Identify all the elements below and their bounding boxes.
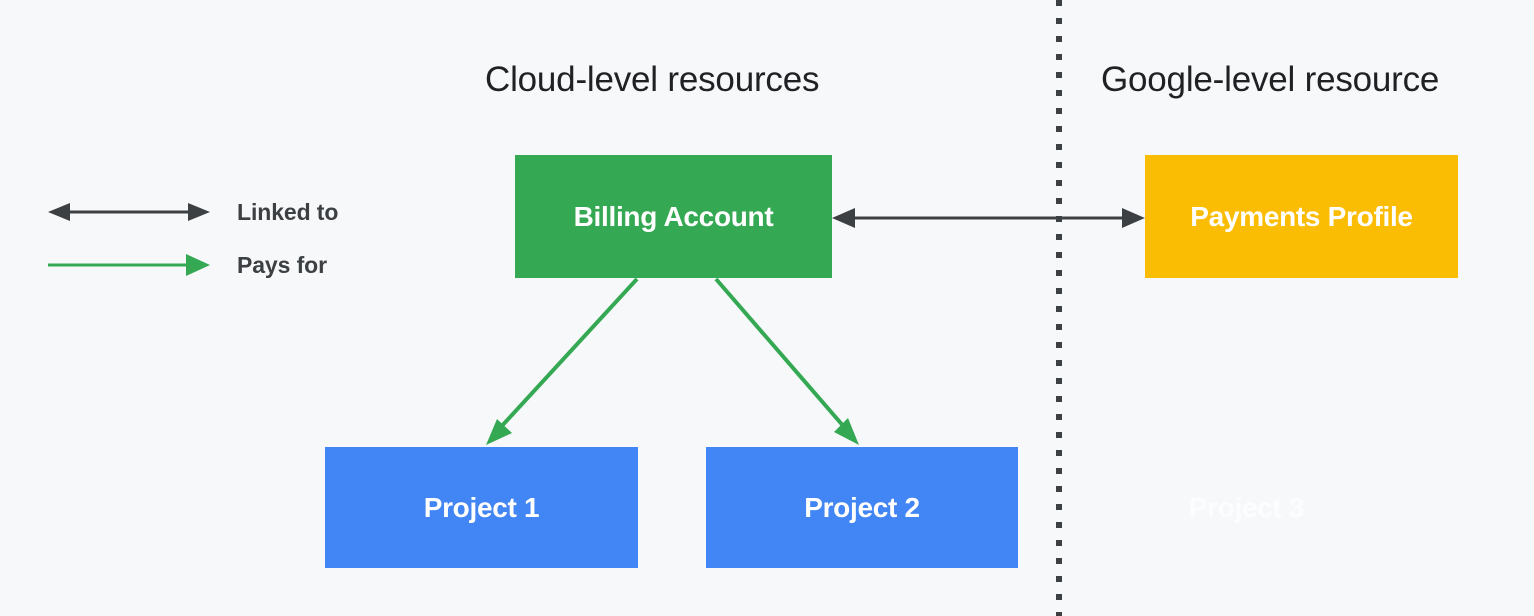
node-payments-profile[interactable]: Payments Profile (1145, 155, 1458, 278)
node-billing-account[interactable]: Billing Account (515, 155, 832, 278)
legend-item-linked-to-label: Linked to (237, 199, 339, 225)
edge-billing-to-project1 (486, 277, 639, 445)
edge-billing-to-project2 (714, 277, 859, 445)
legend-double-arrow-icon (48, 203, 210, 221)
legend-arrow-right-icon (48, 254, 210, 276)
node-project-1[interactable]: Project 1 (325, 447, 638, 568)
legend-item-pays-for-label: Pays for (237, 252, 327, 278)
edge-billing-to-payments (832, 208, 1145, 228)
vertical-dotted-divider (1056, 0, 1062, 616)
node-project-2[interactable]: Project 2 (706, 447, 1018, 568)
node-project-3: Project 3 (1188, 491, 1305, 523)
section-header-cloud-level: Cloud-level resources (485, 60, 820, 99)
section-header-google-level: Google-level resource (1101, 60, 1440, 99)
